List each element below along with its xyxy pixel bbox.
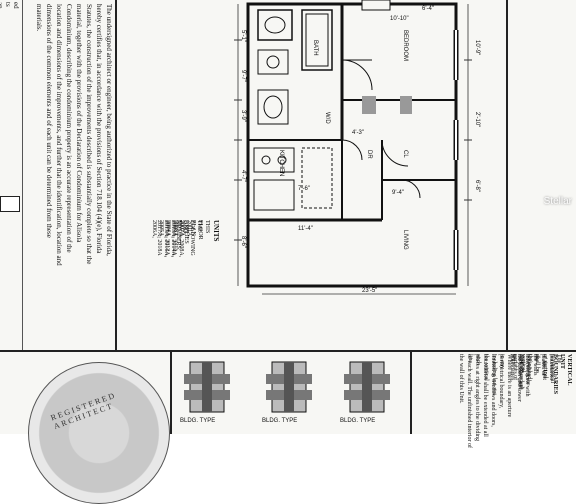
corner-marker — [0, 196, 20, 212]
dimension-label: 23'-5" — [362, 288, 378, 294]
unit-note-heading: UNITS — [212, 220, 220, 242]
watermark: Stellar — [543, 196, 572, 207]
dimension-label: 11'-4" — [298, 226, 313, 232]
room-label: DR — [366, 150, 372, 159]
dimension-label: 9'-4" — [392, 190, 404, 196]
left-edge-column: ed ts an — [0, 0, 20, 350]
building-type-label: BLDG. TYPE — [340, 418, 376, 424]
cert-line: dimensions of the common elements and of… — [45, 4, 53, 238]
architect-seal: REGISTERED ARCHITECT — [28, 362, 170, 504]
bottom-band: REGISTERED ARCHITECT BLDG. TYPE BLDG. TY… — [0, 350, 576, 504]
seal-divider — [170, 352, 172, 434]
dimension-label: 4'-3" — [352, 130, 364, 136]
dimension-label: 3'-9" — [240, 110, 246, 122]
seal-text: REGISTERED ARCHITECT — [49, 390, 118, 431]
building-plan-icon — [344, 361, 390, 413]
edge-fragment: ed — [12, 2, 20, 9]
room-label: CL — [402, 150, 408, 158]
building-type-3: BLDG. TYPE — [340, 358, 394, 424]
floor-plan-drawing — [234, 0, 472, 295]
edge-fragment: an — [0, 2, 4, 9]
right-border — [506, 0, 508, 350]
boundary-line: of each wall. The unfinished interior of — [466, 354, 472, 449]
dimension-label: 2'-10" — [474, 112, 480, 128]
room-label: W/D — [324, 112, 330, 124]
vertical-boundary-block: VERTICAL UNIT BOUNDARIES The perimetrica… — [412, 352, 576, 448]
cert-line: hereby certifies that, in accordance wit… — [95, 4, 103, 254]
unit-note-line: 2013A, 2014A, 2015A, 2016A, 2017A, 2018A — [156, 220, 176, 258]
room-label: BEDROOM — [402, 30, 408, 62]
dimension-label: 9'-7" — [240, 70, 246, 82]
dimension-label: 5'-1" — [240, 30, 246, 42]
building-type-1: BLDG. TYPE — [180, 358, 234, 424]
edge-fragment: ts — [4, 2, 12, 7]
unit-note: UNITS THIS FLOOR PLAN APPLIES TO THE FOL… — [116, 210, 226, 345]
cert-line: materials. — [35, 4, 43, 32]
dimension-label: 6'-4" — [422, 6, 434, 12]
building-type-label: BLDG. TYPE — [262, 418, 298, 424]
cert-line: Statutes, the construction of the improv… — [85, 4, 93, 265]
boundary-line: the wall of this Unit. — [458, 354, 464, 404]
dimension-label: 8'-6" — [240, 236, 246, 248]
dimension-label: 4'-7" — [240, 170, 246, 182]
building-plan-icon — [184, 361, 230, 413]
certification-block: The undersigned architect or engineer, b… — [22, 0, 117, 350]
room-label: LIVING — [402, 230, 408, 250]
room-label: BATH — [312, 40, 318, 56]
floor-plan: BEDROOM BATH KITCHEN LIVING W/D CL DR 23… — [232, 0, 484, 300]
cert-line: material, together with the provisions o… — [75, 4, 83, 243]
room-label: KITCHEN — [278, 150, 284, 177]
dimension-label: 6'-8" — [474, 180, 480, 192]
dimension-label: 10'-10" — [390, 16, 409, 22]
boundary-divider — [410, 352, 412, 434]
dimension-label: 7'-6" — [298, 186, 310, 192]
cert-line: Condominium, describing the condominium … — [65, 4, 73, 253]
cert-line: The undersigned architect or engineer, b… — [105, 4, 113, 256]
building-plan-icon — [266, 361, 312, 413]
building-type-2: BLDG. TYPE — [262, 358, 316, 424]
dimension-label: 10'-9" — [474, 40, 480, 56]
cert-line: location and dimensions of the improveme… — [55, 4, 63, 266]
building-type-label: BLDG. TYPE — [180, 418, 216, 424]
